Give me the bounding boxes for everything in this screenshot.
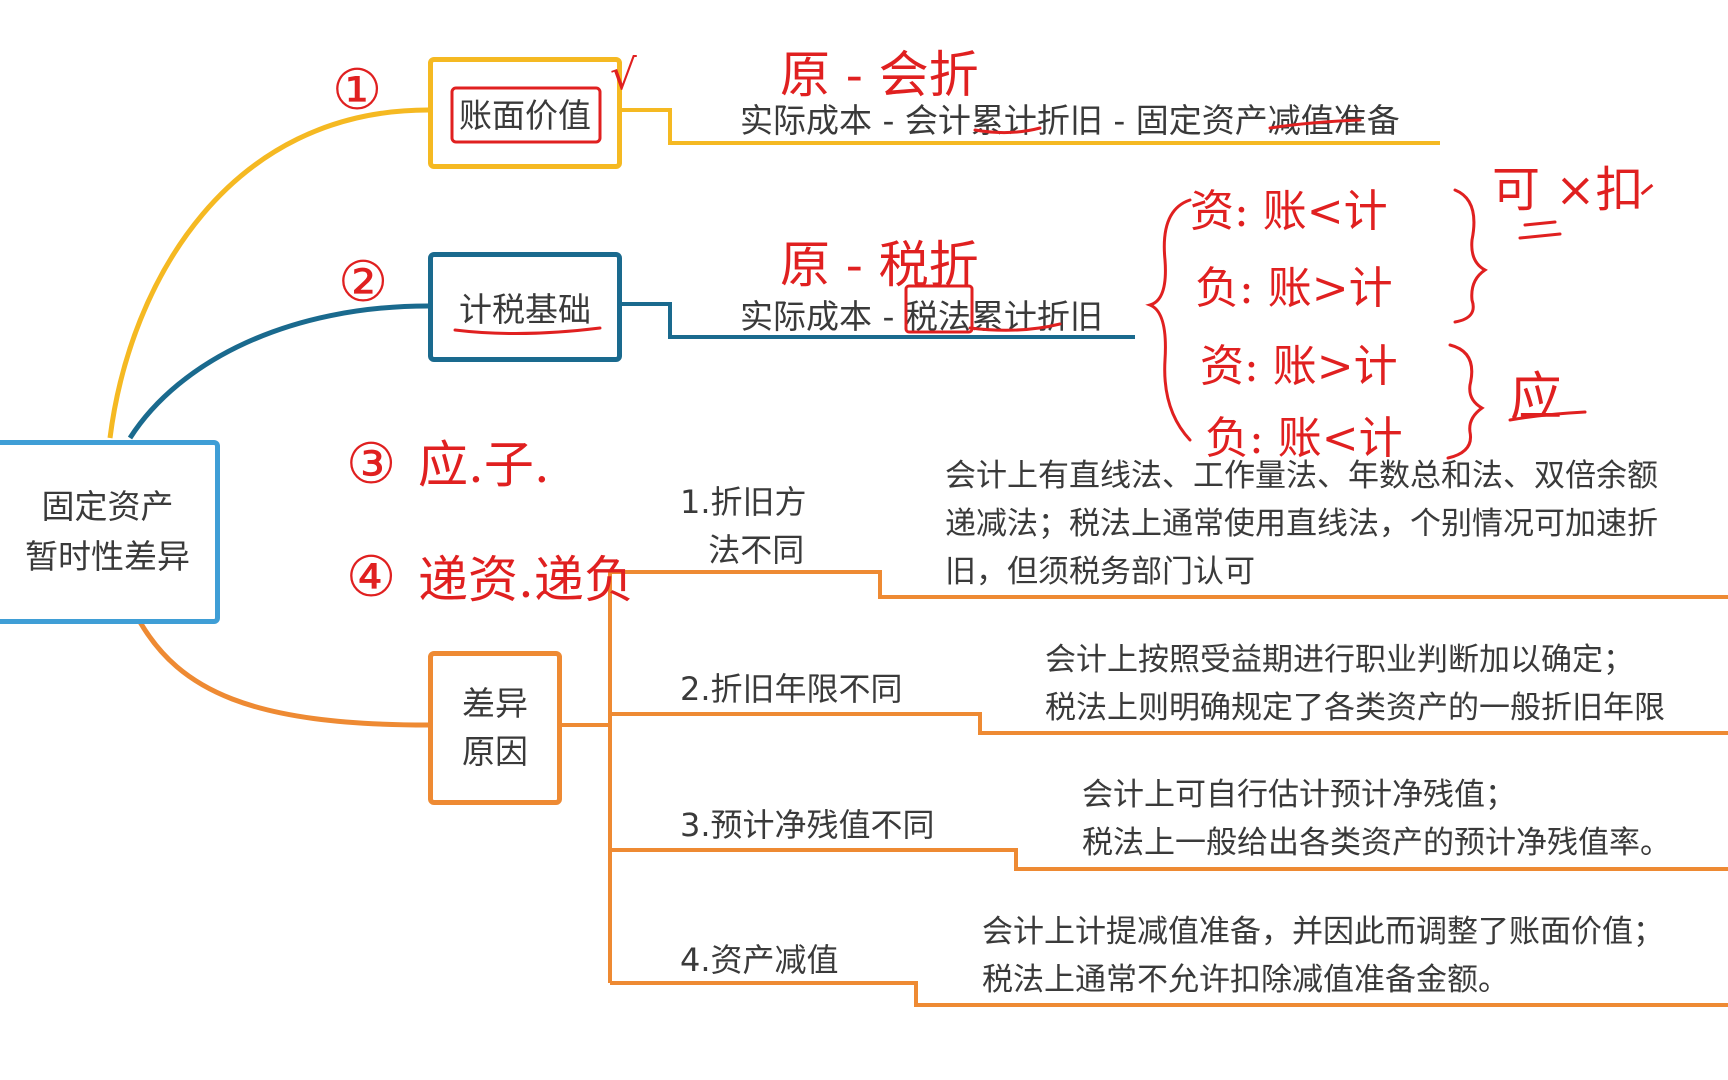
item-3-title: 3.预计净残值不同 [680,806,935,844]
item-2-detail: 会计上按照受益期进行职业判断加以确定； 税法上则明确规定了各类资产的一般折旧年限 [1045,636,1665,732]
ink-tax-note: 原 - 税折 [780,236,979,294]
connector-item-4 [610,981,1728,1007]
item-2-detail-line-2: 税法上则明确规定了各类资产的一般折旧年限 [1045,690,1665,726]
item-4-detail: 会计上计提减值准备，并因此而调整了账面价值； 税法上通常不允许扣除减值准备金额。 [982,908,1664,1004]
root-line-2: 暂时性差异 [25,537,190,576]
ink-check-mark: √ [610,50,637,99]
item-1-detail: 会计上有直线法、工作量法、年数总和法、双倍余额 递减法；税法上通常使用直线法，个… [945,452,1658,596]
ink-box-book-label [450,86,602,144]
ink-rule-1: 资: 账<计 [1190,186,1388,237]
tax-base-node[interactable]: 计税基础 [428,252,622,362]
book-value-formula: 实际成本 - 会计累计折旧 - 固定资产减值准备 [740,101,1400,140]
item-3-detail-line-1: 会计上可自行估计预计净残值； [1082,777,1516,813]
tax-base-label: 计税基础 [459,290,591,329]
ink-book-note: 原 - 会折 [780,46,979,104]
ink-rule-3: 资: 账>计 [1200,341,1398,392]
ink-brace-top [1453,188,1488,324]
item-1-title: 1.折旧方 法不同 [680,478,807,574]
item-3-detail: 会计上可自行估计预计净残值； 税法上一般给出各类资产的预计净残值率。 [1082,771,1671,867]
ink-number-4: ④ [346,545,397,610]
ink-number-2: ② [338,250,389,315]
ink-rule-2: 负: 账>计 [1195,263,1393,314]
item-1-detail-line-3: 旧，但须税务部门认可 [945,554,1255,590]
ink-underline-tax-label [453,326,602,336]
connector-item-1 [610,570,1728,599]
tax-base-formula: 实际成本 - 税法累计折旧 [740,297,1103,336]
ink-box-tax-word [904,284,974,334]
item-2-detail-line-1: 会计上按照受益期进行职业判断加以确定； [1045,642,1634,678]
item-1-detail-line-2: 递减法；税法上通常使用直线法，个别情况可加速折 [945,506,1658,542]
ink-note-4: 递资.递负 [418,551,634,609]
item-2-title: 2.折旧年限不同 [680,670,903,708]
ink-underline-result-b [1508,410,1587,422]
item-4-detail-line-2: 税法上通常不允许扣除减值准备金额。 [982,962,1509,998]
item-3-detail-line-2: 税法上一般给出各类资产的预计净残值率。 [1082,825,1671,861]
ink-note-3: 应.子. [418,436,550,494]
item-4-title: 4.资产减值 [680,941,839,979]
ink-underline-result-a [1518,220,1562,240]
ink-number-3: ③ [346,432,397,497]
root-line-1: 固定资产 [41,487,174,526]
book-value-node[interactable]: 账面价值 [428,57,622,169]
item-1-title-line-2: 法不同 [708,531,805,569]
connector-item-2 [610,712,1728,735]
item-1-detail-line-1: 会计上有直线法、工作量法、年数总和法、双倍余额 [945,458,1658,494]
reason-node[interactable]: 差异 原因 [428,651,562,805]
connector-root-tax [127,303,429,440]
connector-book-formula [622,108,1440,145]
item-1-title-line-1: 1.折旧方 [680,483,807,521]
connector-tax-formula [622,302,1135,339]
item-4-detail-line-1: 会计上计提减值准备，并因此而调整了账面价值； [982,914,1664,950]
ink-brace-bottom [1446,343,1485,460]
ink-rule-4: 负: 账<计 [1205,413,1403,464]
reason-line-1: 差异 [462,684,528,723]
ink-number-1: ① [332,58,383,123]
reason-line-2: 原因 [462,732,528,771]
ink-underline-tax-formula [968,322,1062,332]
ink-brace-left [1145,198,1192,442]
connector-root-book [107,107,429,439]
root-node[interactable]: 固定资产 暂时性差异 [0,440,220,624]
connector-item-3 [610,848,1728,871]
book-value-label: 账面价值 [459,96,591,135]
ink-result-a: 可 ×扣 [1492,162,1644,218]
connector-root-reason [137,620,429,728]
ink-underline-book-formula [973,118,1362,135]
ink-result-b: 应 [1510,368,1563,428]
